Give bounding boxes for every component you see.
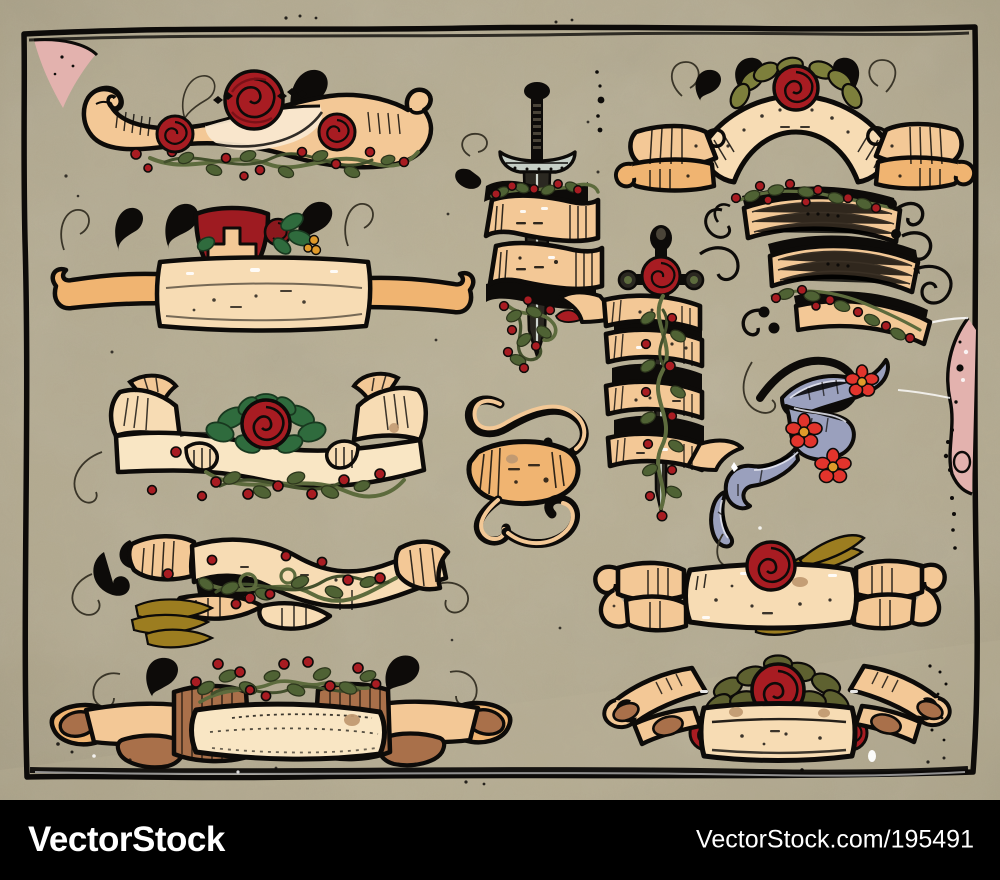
- artwork-border: [21, 14, 980, 786]
- rose: [745, 540, 797, 592]
- rose: [640, 255, 682, 297]
- banner-plaque: [154, 255, 373, 333]
- banner-arched-rose: [613, 56, 977, 193]
- banner-roses-top-left: [81, 69, 434, 181]
- border-accent-pink-right: [948, 318, 976, 494]
- artwork-svg: [0, 0, 1000, 800]
- banner-gold-leaves-rose: [593, 533, 947, 636]
- dagger-banner-double: [455, 70, 605, 374]
- dagger-banner-spiral: [558, 225, 744, 522]
- artwork-canvas: [0, 0, 1000, 800]
- rose: [240, 398, 292, 450]
- banner-wavy-vine: [71, 534, 469, 649]
- border-accent-pink-topleft: [34, 39, 96, 108]
- banner-curved-pair: [704, 178, 953, 347]
- ribbon-s-curve: [464, 395, 589, 549]
- banner-double-scroll-roses: [602, 654, 952, 772]
- rose: [223, 69, 285, 131]
- daisy-flower: [785, 364, 880, 484]
- banner-shield-cross: [50, 201, 476, 333]
- rose: [772, 64, 820, 112]
- banner-rose-garland: [73, 371, 428, 504]
- vectorstock-brand: VectorStock: [28, 820, 225, 859]
- banner-scroll-roses-bottom: [49, 655, 513, 770]
- artwork-speckles: [64, 120, 616, 770]
- vectorstock-url: VectorStock.com/195491: [696, 825, 974, 854]
- ribbon-blue-flowers: [709, 356, 890, 549]
- watermark-footer: VectorStock VectorStock.com/195491: [0, 800, 1000, 880]
